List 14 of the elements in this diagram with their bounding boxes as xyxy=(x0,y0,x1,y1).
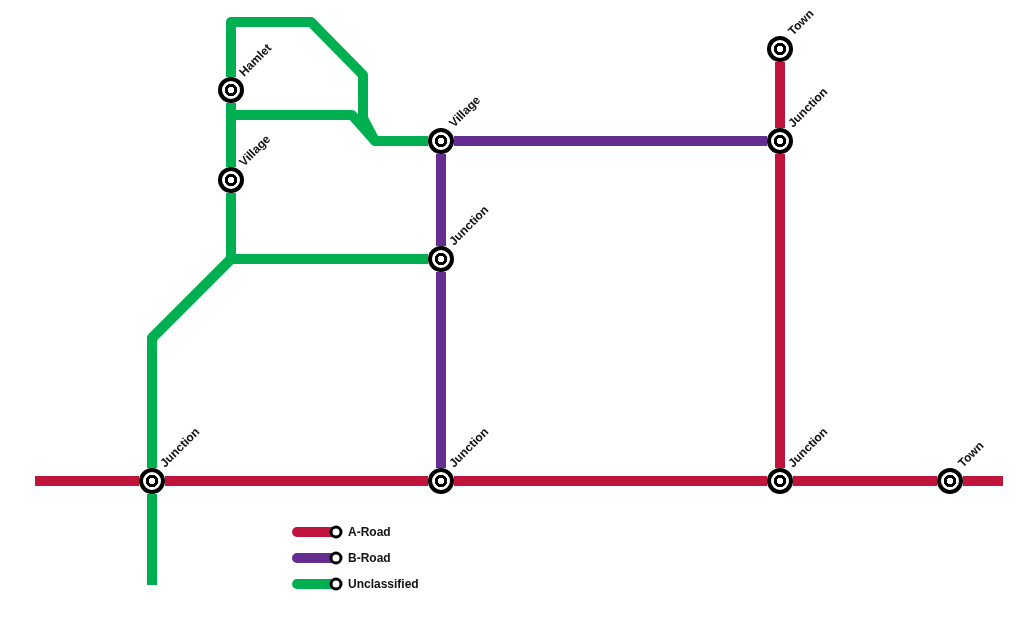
road-line xyxy=(165,476,428,486)
road-line xyxy=(775,62,785,128)
road-line xyxy=(436,154,446,246)
road-line xyxy=(436,272,446,468)
legend-label: B-Road xyxy=(348,551,391,565)
legend-label: A-Road xyxy=(348,525,391,539)
road-line xyxy=(147,494,157,585)
legend-label: Unclassified xyxy=(348,577,419,591)
road-line xyxy=(35,476,139,486)
road-line xyxy=(454,136,767,146)
road-line xyxy=(793,476,937,486)
road-line xyxy=(963,476,1003,486)
road-line xyxy=(454,476,767,486)
road-line xyxy=(775,154,785,468)
